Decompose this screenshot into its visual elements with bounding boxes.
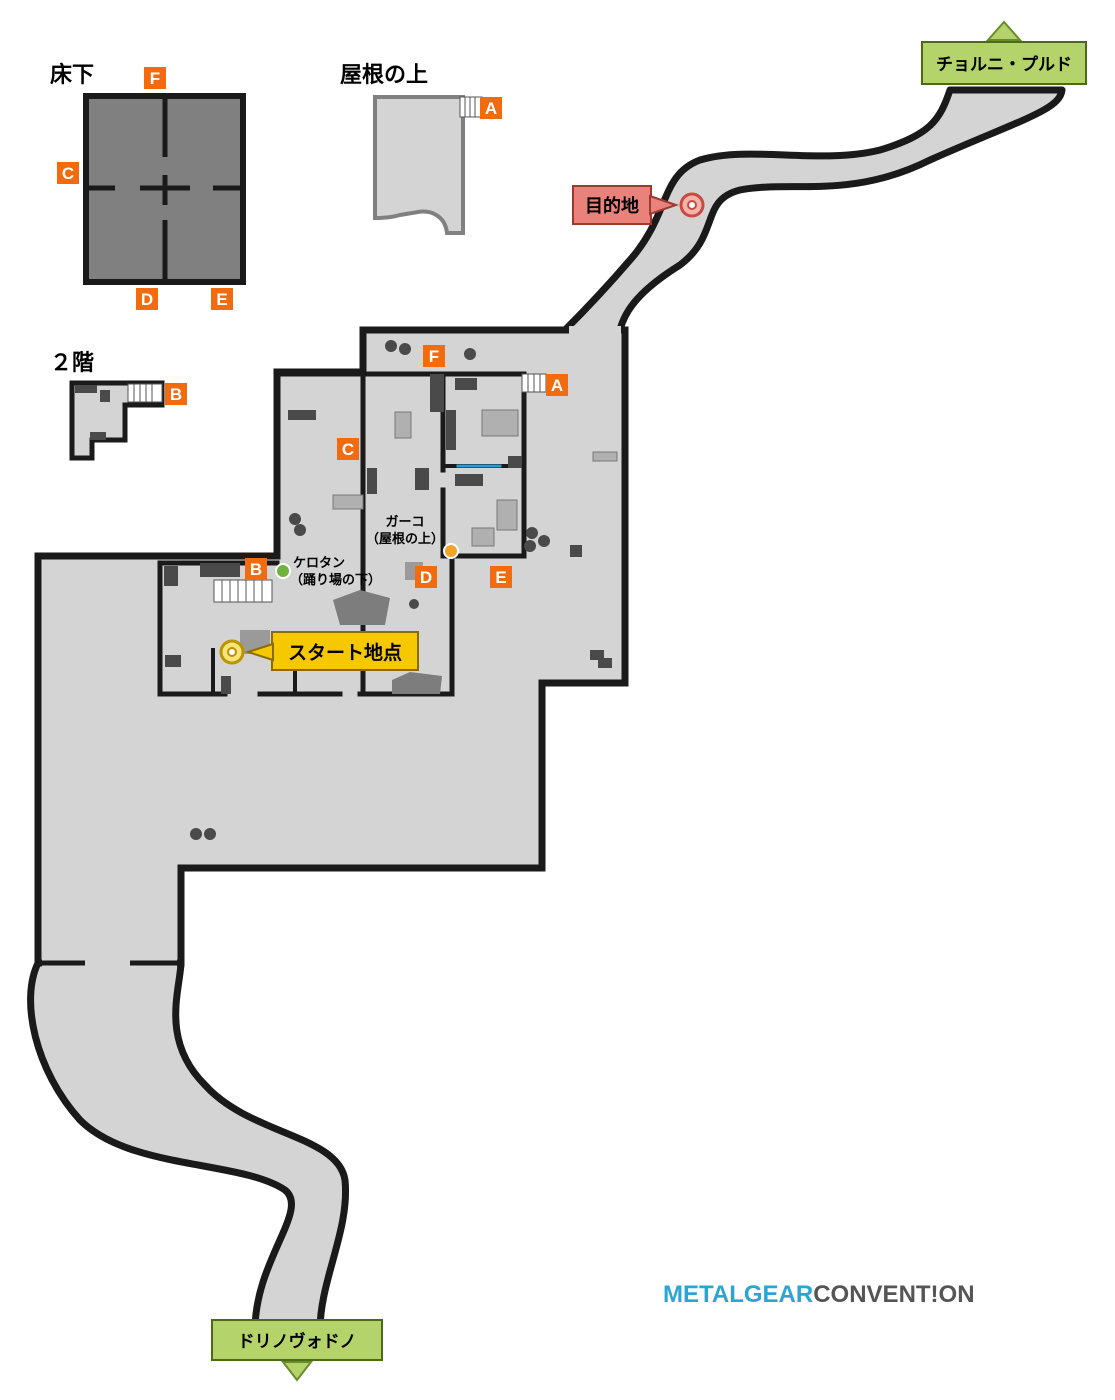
door-e-underfloor[interactable]: E [211,288,233,310]
door-b-second[interactable]: B [165,383,187,405]
south-road [27,959,350,1334]
svg-text:F: F [150,69,160,88]
door-d-underfloor[interactable]: D [136,288,158,310]
kerotan-dot [275,563,291,579]
svg-text:D: D [420,568,432,587]
destination-marker[interactable]: 目的地 [572,185,705,225]
brand-part2: CONVENT!ON [813,1281,975,1308]
exit-north-label: チョルニ・プルド [936,54,1072,75]
exit-north[interactable]: チョルニ・プルド [921,20,1087,85]
destination-label: 目的地 [585,195,639,217]
exit-south[interactable]: ドリノヴォドノ [211,1319,383,1382]
stairs-a [521,373,547,393]
garko-dot [443,543,459,559]
door-b-main[interactable]: B [245,558,267,580]
door-f-main[interactable]: F [423,345,445,367]
roof-title: 屋根の上 [340,63,428,88]
underfloor-inset [83,93,246,285]
second-floor-title: ２階 [50,351,94,376]
second-floor-inset [69,380,165,461]
brand-part1: METALGEAR [663,1281,814,1308]
svg-text:A: A [485,99,497,118]
svg-text:C: C [62,164,74,183]
start-label: スタート地点 [288,641,402,664]
svg-text:D: D [141,290,153,309]
svg-text:B: B [170,385,182,404]
door-markers: F C D E A B F A C B D E [57,67,568,588]
kerotan-label-1: ケロタン [293,556,345,571]
start-marker[interactable]: スタート地点 [219,631,419,671]
svg-text:C: C [342,440,354,459]
exit-south-label: ドリノヴォドノ [238,1331,357,1352]
svg-text:E: E [495,568,506,587]
svg-text:B: B [250,560,262,579]
svg-text:A: A [551,376,563,395]
door-a-roof[interactable]: A [480,97,502,119]
door-c-underfloor[interactable]: C [57,162,79,184]
underfloor-title: 床下 [50,62,94,88]
door-c-main[interactable]: C [337,438,359,460]
kerotan-marker[interactable]: ケロタン （踊り場の下） [275,556,381,588]
door-e-main[interactable]: E [490,566,512,588]
kerotan-label-2: （踊り場の下） [290,572,381,588]
stairs-main [213,579,273,603]
garko-label-2: （屋根の上） [366,531,444,547]
garko-marker[interactable]: ガーコ （屋根の上） [366,515,459,559]
brand-logo: METALGEARCONVENT!ON [663,1281,975,1309]
roof-inset [373,95,483,235]
door-d-main[interactable]: D [415,566,437,588]
door-a-main[interactable]: A [546,374,568,396]
garko-label-1: ガーコ [385,515,424,530]
svg-text:F: F [429,347,439,366]
svg-text:E: E [216,290,227,309]
door-f-underfloor[interactable]: F [144,67,166,89]
